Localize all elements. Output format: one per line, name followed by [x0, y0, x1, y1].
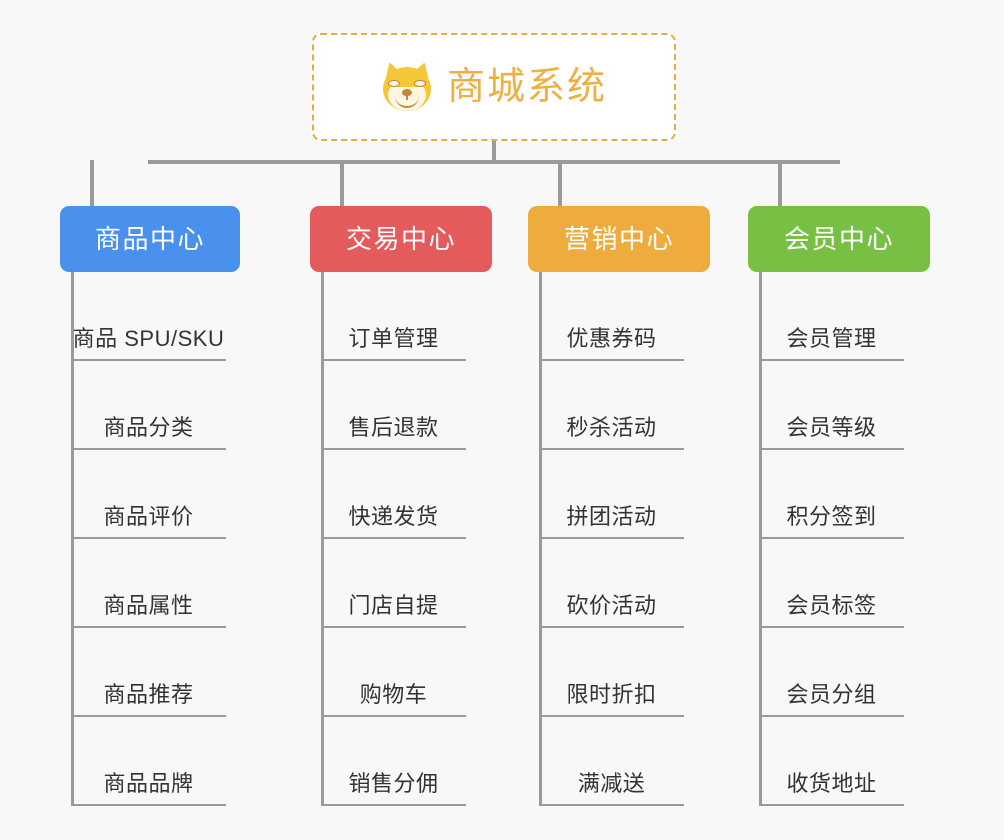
leaf-item[interactable]: 快递发货	[321, 450, 466, 539]
leaf-item[interactable]: 积分签到	[759, 450, 904, 539]
leaf-item-label: 销售分佣	[348, 771, 439, 796]
leaf-item-label: 订单管理	[348, 326, 439, 351]
leaf-item-label: 会员等级	[786, 415, 877, 440]
leaf-item-label: 满减送	[577, 771, 646, 796]
leaf-item-label: 售后退款	[348, 415, 439, 440]
category-label: 会员中心	[783, 224, 894, 254]
dog-face-icon	[379, 59, 435, 113]
root-node[interactable]: 商城系统	[312, 33, 676, 141]
leaf-item-label: 商品属性	[103, 593, 194, 618]
leaf-item[interactable]: 售后退款	[321, 361, 466, 450]
category-label: 营销中心	[563, 224, 674, 254]
leaf-item[interactable]: 会员管理	[759, 272, 904, 361]
connector-drop-product-center	[90, 160, 94, 206]
leaf-item[interactable]: 商品属性	[71, 539, 226, 628]
leaf-item-label: 会员标签	[786, 593, 877, 618]
leaf-item-label: 快递发货	[348, 504, 439, 529]
leaf-item-label: 优惠券码	[566, 326, 657, 351]
leaf-item[interactable]: 商品推荐	[71, 628, 226, 717]
leaf-item-label: 砍价活动	[566, 593, 657, 618]
leaf-item-label: 门店自提	[348, 593, 439, 618]
column-spine-marketing-center	[539, 272, 542, 806]
leaf-item-label: 拼团活动	[566, 504, 657, 529]
column-spine-member-center	[759, 272, 762, 806]
leaf-item-label: 积分签到	[786, 504, 877, 529]
leaf-item-label: 商品品牌	[103, 771, 194, 796]
leaf-item[interactable]: 会员等级	[759, 361, 904, 450]
leaf-item[interactable]: 购物车	[321, 628, 466, 717]
leaf-item-label: 会员管理	[786, 326, 877, 351]
leaf-item[interactable]: 满减送	[539, 717, 684, 806]
leaf-item[interactable]: 商品品牌	[71, 717, 226, 806]
category-label: 商品中心	[94, 224, 205, 254]
category-box-trade-center[interactable]: 交易中心	[310, 206, 492, 272]
connector-drop-trade-center	[340, 160, 344, 206]
leaf-item[interactable]: 拼团活动	[539, 450, 684, 539]
connector-drop-member-center	[778, 160, 782, 206]
connector-root-stem	[492, 141, 496, 163]
category-box-member-center[interactable]: 会员中心	[748, 206, 930, 272]
leaf-item[interactable]: 秒杀活动	[539, 361, 684, 450]
column-spine-product-center	[71, 272, 74, 806]
connector-drop-marketing-center	[558, 160, 562, 206]
category-label: 交易中心	[345, 224, 456, 254]
leaf-item[interactable]: 商品评价	[71, 450, 226, 539]
root-title: 商城系统	[446, 66, 607, 108]
category-box-marketing-center[interactable]: 营销中心	[528, 206, 710, 272]
leaf-item-label: 商品 SPU/SKU	[72, 326, 225, 351]
leaf-item-label: 限时折扣	[566, 682, 657, 707]
category-box-product-center[interactable]: 商品中心	[60, 206, 240, 272]
column-spine-trade-center	[321, 272, 324, 806]
leaf-item[interactable]: 商品 SPU/SKU	[71, 272, 226, 361]
leaf-item[interactable]: 收货地址	[759, 717, 904, 806]
leaf-item-label: 商品评价	[103, 504, 194, 529]
connector-horizontal-bus	[148, 160, 840, 164]
leaf-item[interactable]: 订单管理	[321, 272, 466, 361]
leaf-item[interactable]: 销售分佣	[321, 717, 466, 806]
leaf-item-label: 会员分组	[786, 682, 877, 707]
leaf-item-label: 商品推荐	[103, 682, 194, 707]
leaf-item[interactable]: 商品分类	[71, 361, 226, 450]
leaf-item-label: 购物车	[359, 682, 428, 707]
leaf-item-label: 秒杀活动	[566, 415, 657, 440]
leaf-item[interactable]: 会员标签	[759, 539, 904, 628]
leaf-item[interactable]: 会员分组	[759, 628, 904, 717]
leaf-item[interactable]: 优惠券码	[539, 272, 684, 361]
leaf-item[interactable]: 门店自提	[321, 539, 466, 628]
leaf-item-label: 商品分类	[103, 415, 194, 440]
leaf-item[interactable]: 限时折扣	[539, 628, 684, 717]
leaf-item-label: 收货地址	[786, 771, 877, 796]
leaf-item[interactable]: 砍价活动	[539, 539, 684, 628]
